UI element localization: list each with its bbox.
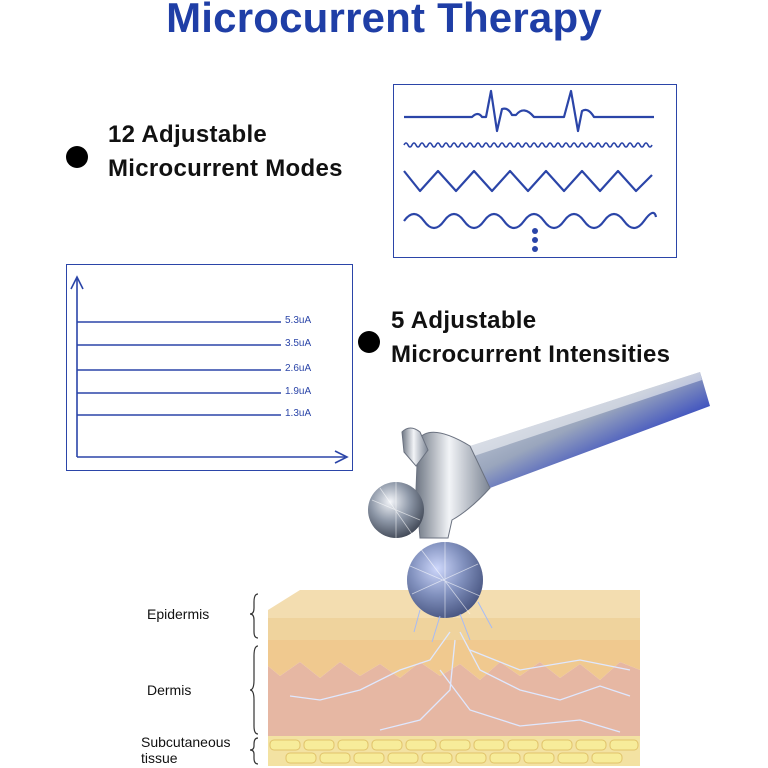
label-subcutaneous: Subcutaneous tissue [141, 734, 231, 766]
intensity-chart-box: 5.3uA 3.5uA 2.6uA 1.9uA 1.3uA [66, 264, 353, 471]
skin-layers [268, 590, 640, 766]
page-title: Microcurrent Therapy [166, 0, 602, 41]
intensity-level: 5.3uA [285, 315, 312, 326]
intensity-level: 3.5uA [285, 338, 312, 349]
device-skin-illustration [249, 372, 710, 766]
label-subcutaneous-line2: tissue [141, 750, 178, 766]
feature-modes: 12 Adjustable Microcurrent Modes [108, 118, 343, 186]
feature-intensities: 5 Adjustable Microcurrent Intensities [391, 304, 670, 372]
intensity-level: 1.9uA [285, 386, 312, 397]
intensity-level: 2.6uA [285, 363, 312, 374]
microcurrent-roller-icon [368, 372, 710, 643]
intensity-level: 1.3uA [285, 408, 312, 419]
feature-intensities-line2: Microcurrent Intensities [391, 341, 671, 368]
bullet-dot-icon [358, 331, 380, 353]
label-subcutaneous-line1: Subcutaneous [141, 734, 231, 750]
bullet-dot-icon [66, 146, 88, 168]
feature-modes-line1: 12 Adjustable [108, 121, 268, 148]
label-dermis: Dermis [147, 682, 192, 698]
intensity-axes [70, 275, 349, 464]
feature-intensities-line1: 5 Adjustable [391, 307, 537, 334]
waveform-modes-graphic [403, 89, 658, 252]
feature-modes-line2: Microcurrent Modes [108, 155, 343, 182]
waveform-box [393, 84, 677, 258]
label-epidermis: Epidermis [147, 606, 210, 622]
